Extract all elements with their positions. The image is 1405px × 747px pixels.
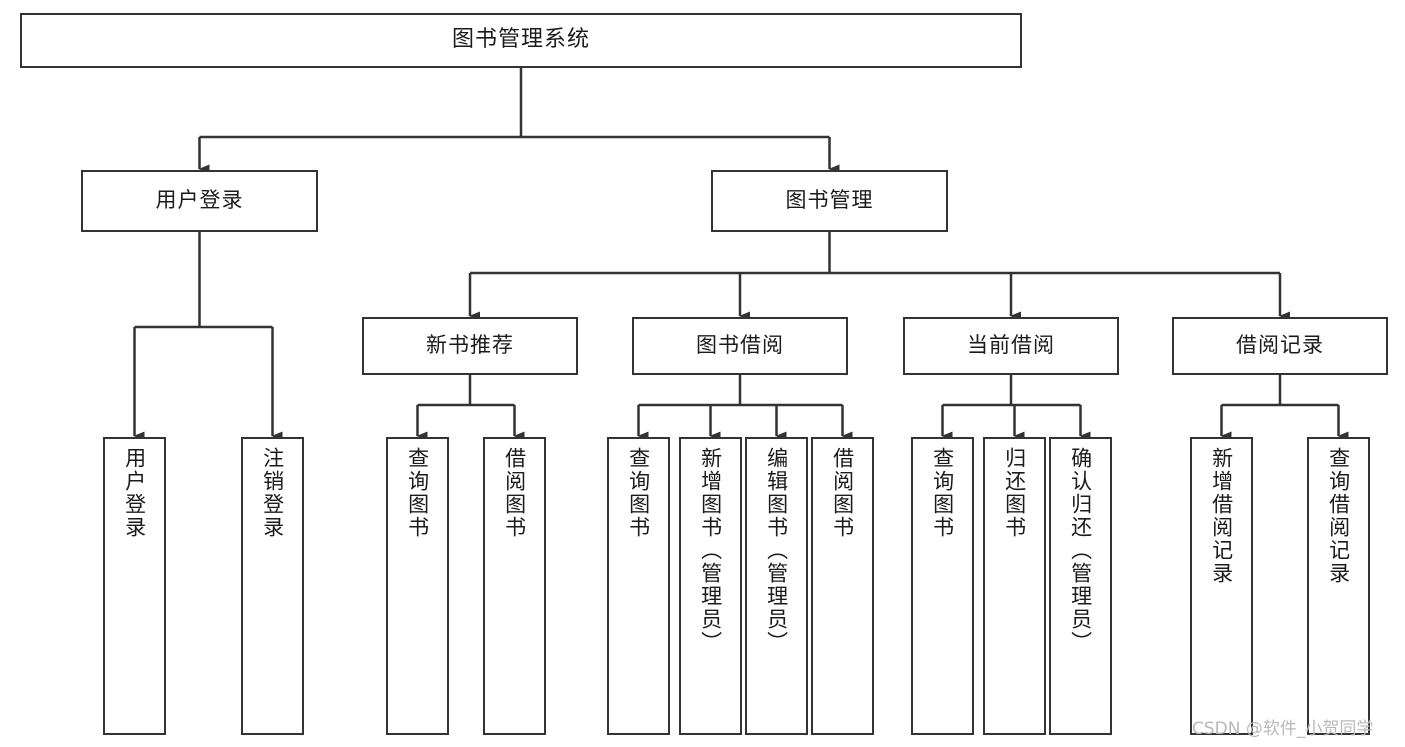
node-current-borrow-label: 当前借阅 <box>967 333 1055 358</box>
node-current-borrow[interactable]: 当前借阅 <box>903 317 1119 375</box>
leaf-add-book-admin-label: 新增图书（管理员） <box>698 447 723 654</box>
leaf-edit-book-admin-label: 编辑图书（管理员） <box>764 447 789 654</box>
leaf-query-book-recommend[interactable]: 查询图书 <box>386 437 449 735</box>
node-book-borrow-label: 图书借阅 <box>696 333 784 358</box>
node-user-login[interactable]: 用户登录 <box>81 170 318 232</box>
node-borrow-record[interactable]: 借阅记录 <box>1172 317 1388 375</box>
leaf-query-book-current-label: 查询图书 <box>930 447 955 539</box>
leaf-borrow-book[interactable]: 借阅图书 <box>811 437 874 735</box>
leaf-logout-label: 注销登录 <box>260 447 285 539</box>
leaf-add-book-admin[interactable]: 新增图书（管理员） <box>679 437 742 735</box>
node-user-login-label: 用户登录 <box>155 188 244 213</box>
leaf-borrow-book-label: 借阅图书 <box>830 447 855 539</box>
leaf-add-borrow-record-label: 新增借阅记录 <box>1209 447 1234 585</box>
node-book-borrow[interactable]: 图书借阅 <box>632 317 848 375</box>
node-root[interactable]: 图书管理系统 <box>20 13 1022 68</box>
csdn-watermark: CSDN @软件_小贺同学 <box>1192 719 1374 739</box>
leaf-return-book[interactable]: 归还图书 <box>983 437 1046 735</box>
node-root-label: 图书管理系统 <box>451 27 590 53</box>
leaf-confirm-return-admin-label: 确认归还（管理员） <box>1068 447 1093 654</box>
node-book-management[interactable]: 图书管理 <box>711 170 948 232</box>
node-new-book-recommend[interactable]: 新书推荐 <box>362 317 578 375</box>
leaf-query-book-current[interactable]: 查询图书 <box>911 437 974 735</box>
leaf-borrow-book-recommend-label: 借阅图书 <box>502 447 527 539</box>
leaf-user-login-label: 用户登录 <box>122 447 147 539</box>
leaf-query-book-borrow-label: 查询图书 <box>626 447 651 539</box>
leaf-query-borrow-record-label: 查询借阅记录 <box>1326 447 1351 585</box>
node-book-management-label: 图书管理 <box>785 188 874 213</box>
leaf-user-login[interactable]: 用户登录 <box>103 437 166 735</box>
leaf-edit-book-admin[interactable]: 编辑图书（管理员） <box>745 437 808 735</box>
leaf-query-book-recommend-label: 查询图书 <box>405 447 430 539</box>
leaf-borrow-book-recommend[interactable]: 借阅图书 <box>483 437 546 735</box>
leaf-query-borrow-record[interactable]: 查询借阅记录 <box>1307 437 1370 735</box>
node-new-book-recommend-label: 新书推荐 <box>426 333 514 358</box>
leaf-logout[interactable]: 注销登录 <box>241 437 304 735</box>
leaf-query-book-borrow[interactable]: 查询图书 <box>607 437 670 735</box>
leaf-return-book-label: 归还图书 <box>1002 447 1027 539</box>
leaf-confirm-return-admin[interactable]: 确认归还（管理员） <box>1049 437 1112 735</box>
leaf-add-borrow-record[interactable]: 新增借阅记录 <box>1190 437 1253 735</box>
node-borrow-record-label: 借阅记录 <box>1236 333 1324 358</box>
